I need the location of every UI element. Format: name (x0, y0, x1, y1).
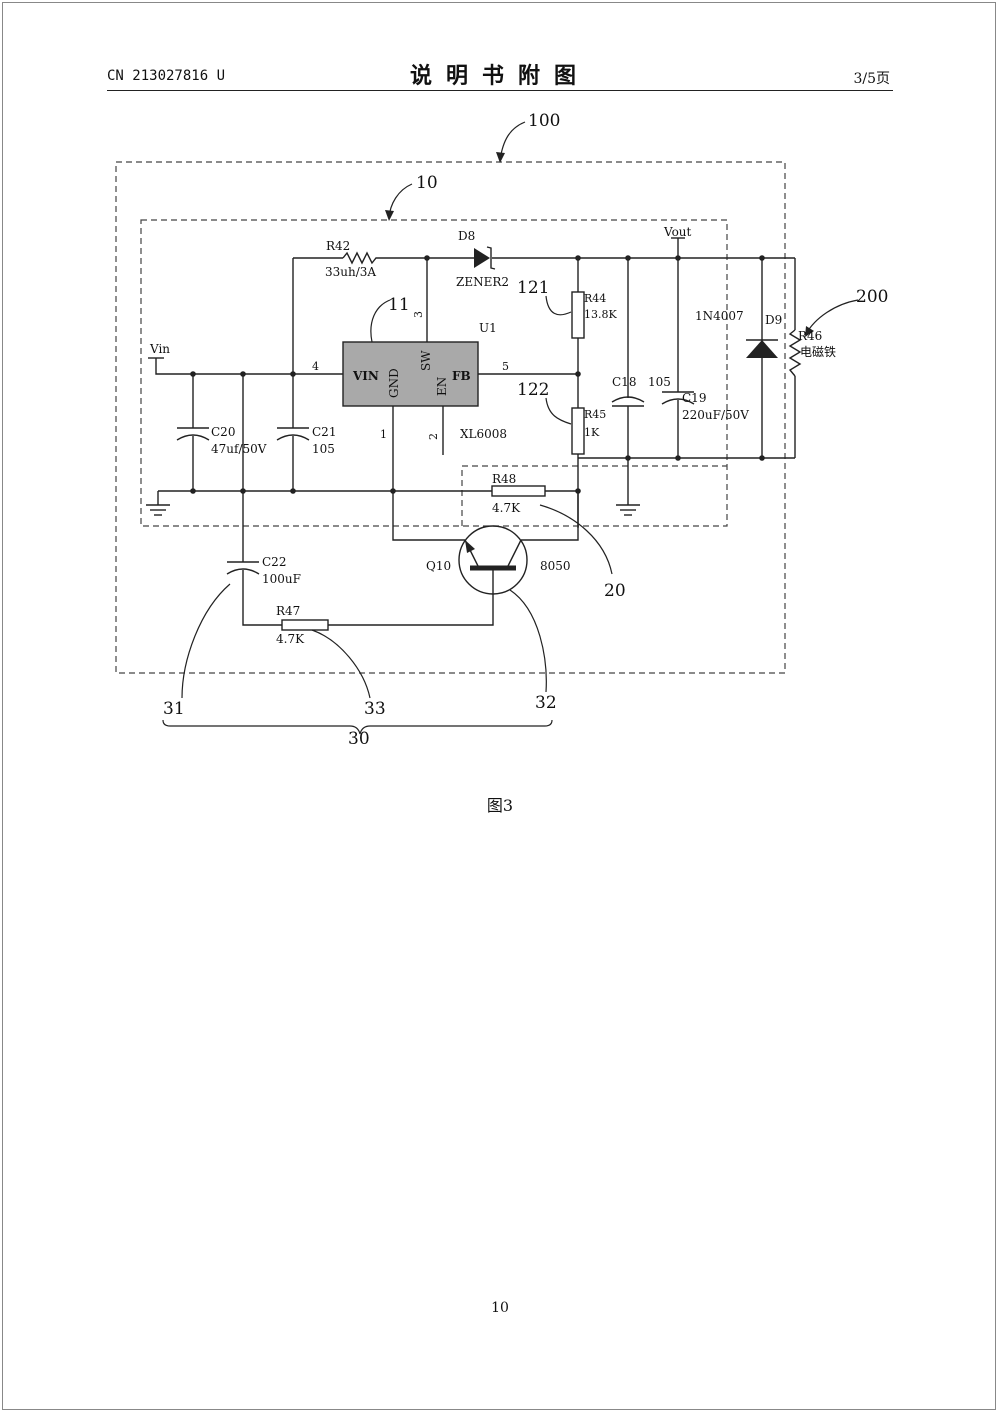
r47-label: R47 (276, 604, 300, 618)
r45-value: 1K (584, 426, 600, 439)
module-20-boundary (461, 465, 727, 526)
figure-caption: 图3 (486, 796, 514, 815)
r46-electromagnet-symbol (788, 329, 802, 377)
c19-label: C19 (682, 391, 706, 405)
c20-capacitor-symbol (176, 427, 210, 441)
page-title: 说明书附图 (409, 64, 590, 89)
junction-dots (190, 255, 765, 494)
ref-121-label: 121 (517, 278, 549, 298)
q10-label: Q10 (426, 559, 451, 573)
u1-pin-fb: FB (452, 369, 471, 383)
ground-symbol-right (616, 504, 640, 516)
ref-33-label: 33 (364, 699, 386, 719)
c18-value: 105 (648, 375, 671, 389)
ref-32-label: 32 (535, 693, 557, 713)
r47-value: 4.7K (276, 632, 305, 646)
ref-30-label: 30 (348, 729, 370, 749)
c19-capacitor-symbol (661, 391, 695, 405)
c19-value: 220uF/50V (682, 408, 749, 422)
r47-resistor-symbol (281, 619, 329, 631)
pin-2-number: 2 (427, 433, 440, 440)
u1-pin-vin: VIN (352, 369, 379, 383)
c21-label: C21 (312, 425, 336, 439)
c22-value: 100uF (262, 572, 301, 586)
ref-200-label: 200 (856, 287, 888, 307)
r45-resistor-symbol (571, 407, 585, 455)
page-number: 10 (491, 1300, 509, 1316)
c18-label: C18 (612, 375, 636, 389)
u1-label: U1 (479, 321, 497, 335)
module-100-boundary (115, 161, 786, 674)
d8-value: ZENER2 (456, 275, 509, 289)
pin-1-number: 1 (380, 428, 387, 441)
u1-pin-en: EN (435, 377, 449, 396)
ref-122-label: 122 (517, 380, 549, 400)
d8-zener-symbol (474, 246, 496, 270)
r48-resistor-symbol (491, 485, 546, 497)
u1-ic-body (342, 341, 479, 407)
module-10-boundary (140, 219, 728, 527)
r44-value: 13.8K (584, 308, 617, 321)
u1-pin-gnd: GND (387, 368, 401, 398)
r48-label: R48 (492, 472, 516, 486)
r46-value: 电磁铁 (800, 344, 836, 359)
c20-value: 47uf/50V (211, 442, 267, 456)
pin-3-number: 3 (412, 311, 425, 318)
pin-5-number: 5 (502, 360, 509, 373)
document-number: CN 213027816 U (107, 68, 226, 84)
q10-value: 8050 (540, 559, 571, 573)
r44-label: R44 (584, 292, 606, 305)
q10-transistor-symbol (458, 525, 528, 595)
header-rule (107, 90, 893, 91)
r46-label: R46 (798, 329, 822, 343)
ref-11-label: 11 (388, 295, 410, 315)
u1-pin-sw: SW (419, 350, 433, 371)
r48-value: 4.7K (492, 501, 521, 515)
page-count: 3/5页 (853, 71, 890, 87)
r42-label: R42 (326, 239, 350, 253)
vout-label: Vout (663, 225, 692, 239)
pin-4-number: 4 (312, 360, 319, 373)
r42-inductor-symbol (342, 251, 378, 265)
c20-label: C20 (211, 425, 235, 439)
ground-symbol-left (146, 504, 170, 516)
ref-100-label: 100 (528, 111, 560, 131)
d9-value: 1N4007 (695, 309, 744, 323)
c18-capacitor-symbol (611, 396, 645, 407)
c21-value: 105 (312, 442, 335, 456)
reference-leaders (162, 121, 859, 735)
ref-31-label: 31 (163, 699, 185, 719)
c22-label: C22 (262, 555, 286, 569)
c21-capacitor-symbol (276, 427, 310, 441)
vin-label: Vin (149, 342, 170, 356)
r45-label: R45 (584, 408, 606, 421)
r42-value: 33uh/3A (325, 265, 376, 279)
d9-label: D9 (765, 313, 782, 327)
d9-diode-symbol (746, 339, 778, 358)
ref-10-label: 10 (416, 173, 438, 193)
r44-resistor-symbol (571, 291, 585, 339)
u1-part-number: XL6008 (460, 427, 507, 441)
d8-label: D8 (458, 229, 475, 243)
ref-20-label: 20 (604, 581, 626, 601)
c22-capacitor-symbol (226, 561, 260, 575)
